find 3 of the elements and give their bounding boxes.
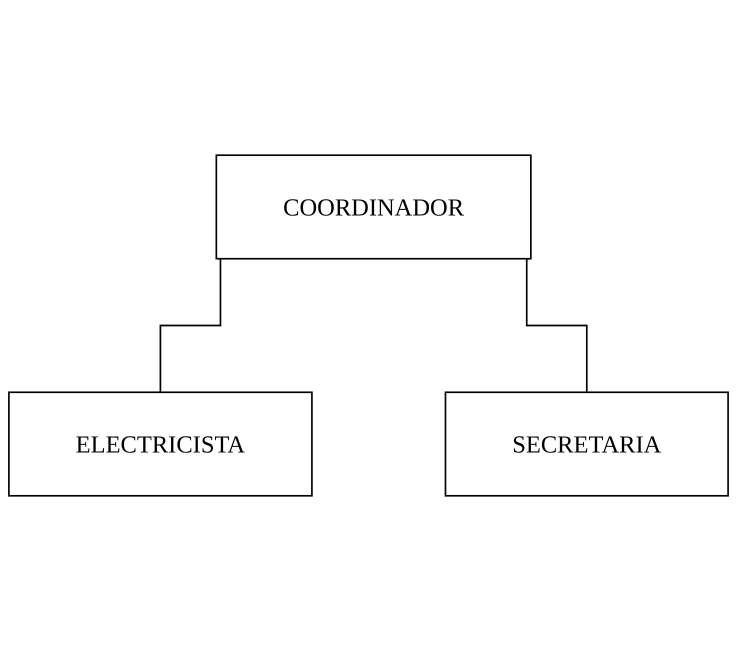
node-box: ELECTRICISTA [8,391,313,497]
node-box: SECRETARIA [444,391,729,497]
node-box: COORDINADOR [216,154,532,260]
